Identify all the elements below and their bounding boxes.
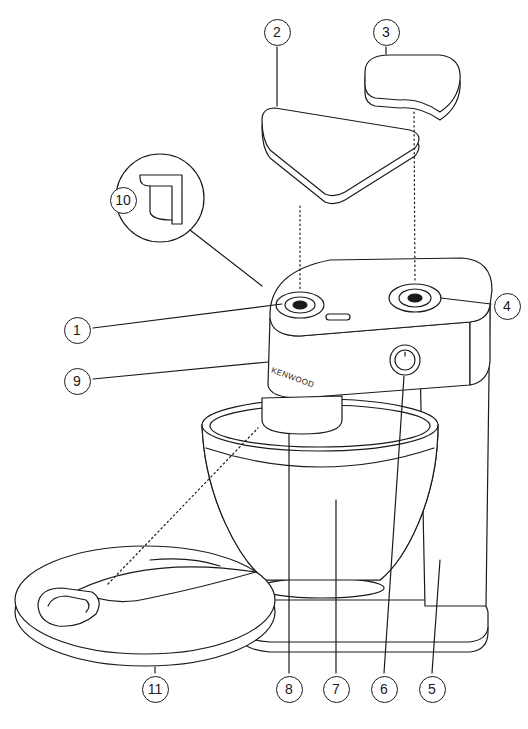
callout-number: 1 bbox=[64, 317, 91, 344]
brand-text: KENWOOD bbox=[270, 367, 315, 390]
outlet-ring-inner bbox=[399, 289, 431, 307]
bowl-tool-socket bbox=[262, 396, 342, 434]
head-top bbox=[270, 258, 492, 336]
callout-number: 5 bbox=[419, 676, 446, 703]
callout-number: 2 bbox=[264, 19, 291, 46]
leader-line bbox=[276, 47, 277, 106]
callout-number: 6 bbox=[371, 676, 398, 703]
callout-number: 11 bbox=[142, 676, 169, 703]
leader-line bbox=[93, 362, 268, 379]
callout-number: 3 bbox=[373, 19, 400, 46]
callout-number: 7 bbox=[323, 676, 350, 703]
callout-number: 9 bbox=[64, 368, 91, 395]
leader-line bbox=[288, 434, 289, 673]
outlet-drive bbox=[293, 301, 307, 309]
head-slot bbox=[326, 314, 350, 320]
outlet-cover bbox=[365, 55, 460, 112]
guard-spout bbox=[38, 588, 99, 626]
callout-number: 4 bbox=[494, 293, 521, 320]
speed-knob bbox=[390, 345, 420, 375]
mixer-base bbox=[238, 600, 488, 652]
bowl-band bbox=[206, 448, 434, 467]
guard-cutout bbox=[78, 567, 256, 602]
leader-line bbox=[385, 47, 386, 54]
knob-tick bbox=[404, 352, 405, 356]
assembly-guide bbox=[299, 206, 300, 290]
detail-hook bbox=[140, 175, 182, 224]
leader-line bbox=[432, 560, 440, 673]
guard-top bbox=[15, 546, 275, 654]
outlet-ring-inner bbox=[285, 297, 315, 313]
bowl-foot bbox=[260, 578, 384, 598]
assembly-guide bbox=[414, 112, 415, 282]
outlet-cover bbox=[262, 108, 419, 196]
detail-hook-edge bbox=[150, 186, 172, 220]
assembly-guide bbox=[108, 428, 258, 584]
outlet-ring bbox=[389, 284, 441, 312]
leader-line bbox=[441, 298, 491, 304]
guard-spout-inner bbox=[48, 596, 89, 612]
guard-slot bbox=[150, 559, 220, 566]
callout-number: 8 bbox=[276, 676, 303, 703]
leader-line bbox=[335, 500, 336, 673]
speed-knob-inner bbox=[395, 350, 415, 370]
leader-line bbox=[384, 376, 404, 673]
detail-leader bbox=[190, 230, 262, 286]
outlet-drive bbox=[408, 294, 422, 302]
leader-line bbox=[93, 304, 282, 328]
base-edge bbox=[238, 628, 488, 642]
leader-line bbox=[154, 667, 155, 673]
callout-number: 10 bbox=[110, 187, 137, 214]
outlet-ring bbox=[276, 292, 324, 318]
